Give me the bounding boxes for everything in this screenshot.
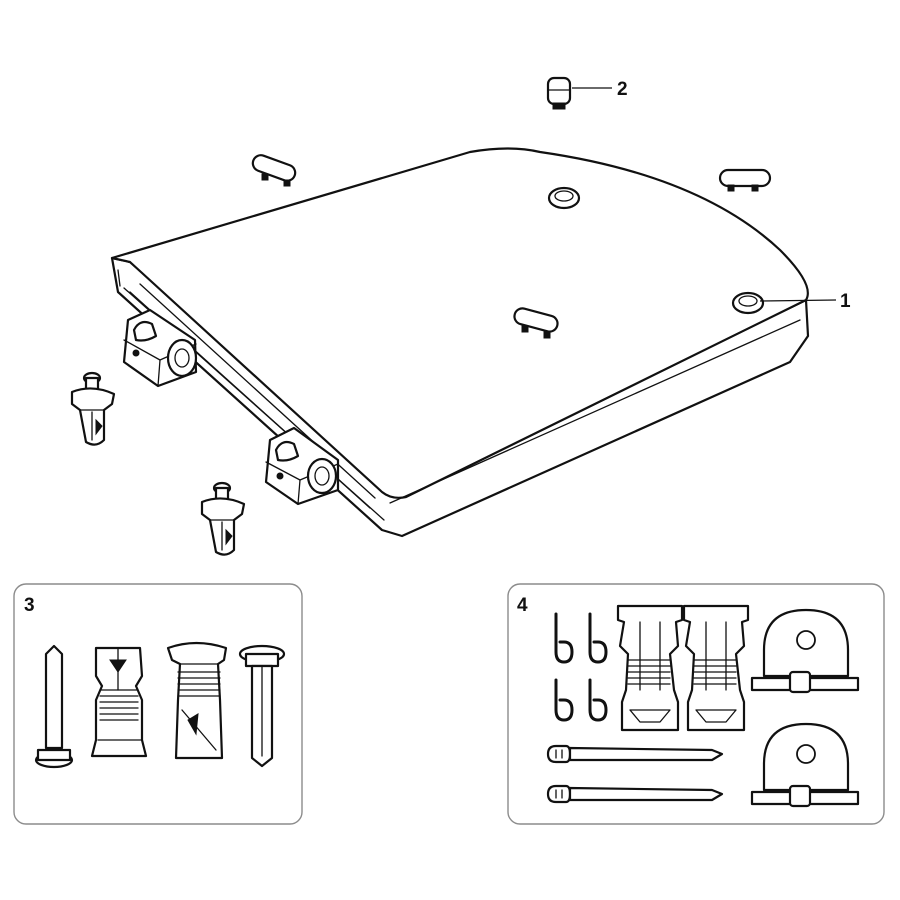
leader-line-1	[759, 299, 837, 302]
panel-fixing-set-4: 4	[507, 583, 885, 825]
hinge-bracket-bottom	[750, 722, 860, 808]
spring-clip-2	[588, 612, 608, 664]
callout-1: 1	[840, 291, 851, 312]
hinge-block-right	[264, 426, 340, 506]
panel-3-label: 3	[24, 595, 35, 616]
long-screw-top	[546, 744, 724, 764]
hinge-bracket-top	[750, 608, 860, 694]
lid-buffer-center	[513, 307, 559, 339]
hinge-insert-left	[616, 604, 684, 732]
expanding-plug-left	[70, 371, 116, 446]
lid-dome-buffer-right	[731, 291, 765, 315]
hinge-block-left	[122, 308, 198, 388]
screw-short	[238, 644, 286, 768]
spring-clip-4	[588, 678, 608, 722]
cap-nut-short	[166, 641, 228, 760]
bolt-short	[34, 644, 74, 769]
spring-clip-3	[554, 678, 574, 722]
threaded-insert-short	[90, 646, 148, 758]
panel-4-label: 4	[517, 595, 528, 616]
loose-buffer-part	[546, 76, 572, 110]
hinge-insert-right	[682, 604, 750, 732]
lid-dome-buffer-top	[547, 186, 581, 210]
long-screw-bottom	[546, 784, 724, 804]
lid-buffer-top-left	[251, 154, 297, 187]
expanding-plug-right	[200, 481, 246, 556]
panel-fixing-set-3: 3	[13, 583, 303, 825]
spring-clip-1	[554, 612, 574, 664]
seat-lid	[110, 147, 810, 538]
callout-2: 2	[617, 79, 628, 100]
lid-buffer-top-right	[718, 168, 772, 192]
